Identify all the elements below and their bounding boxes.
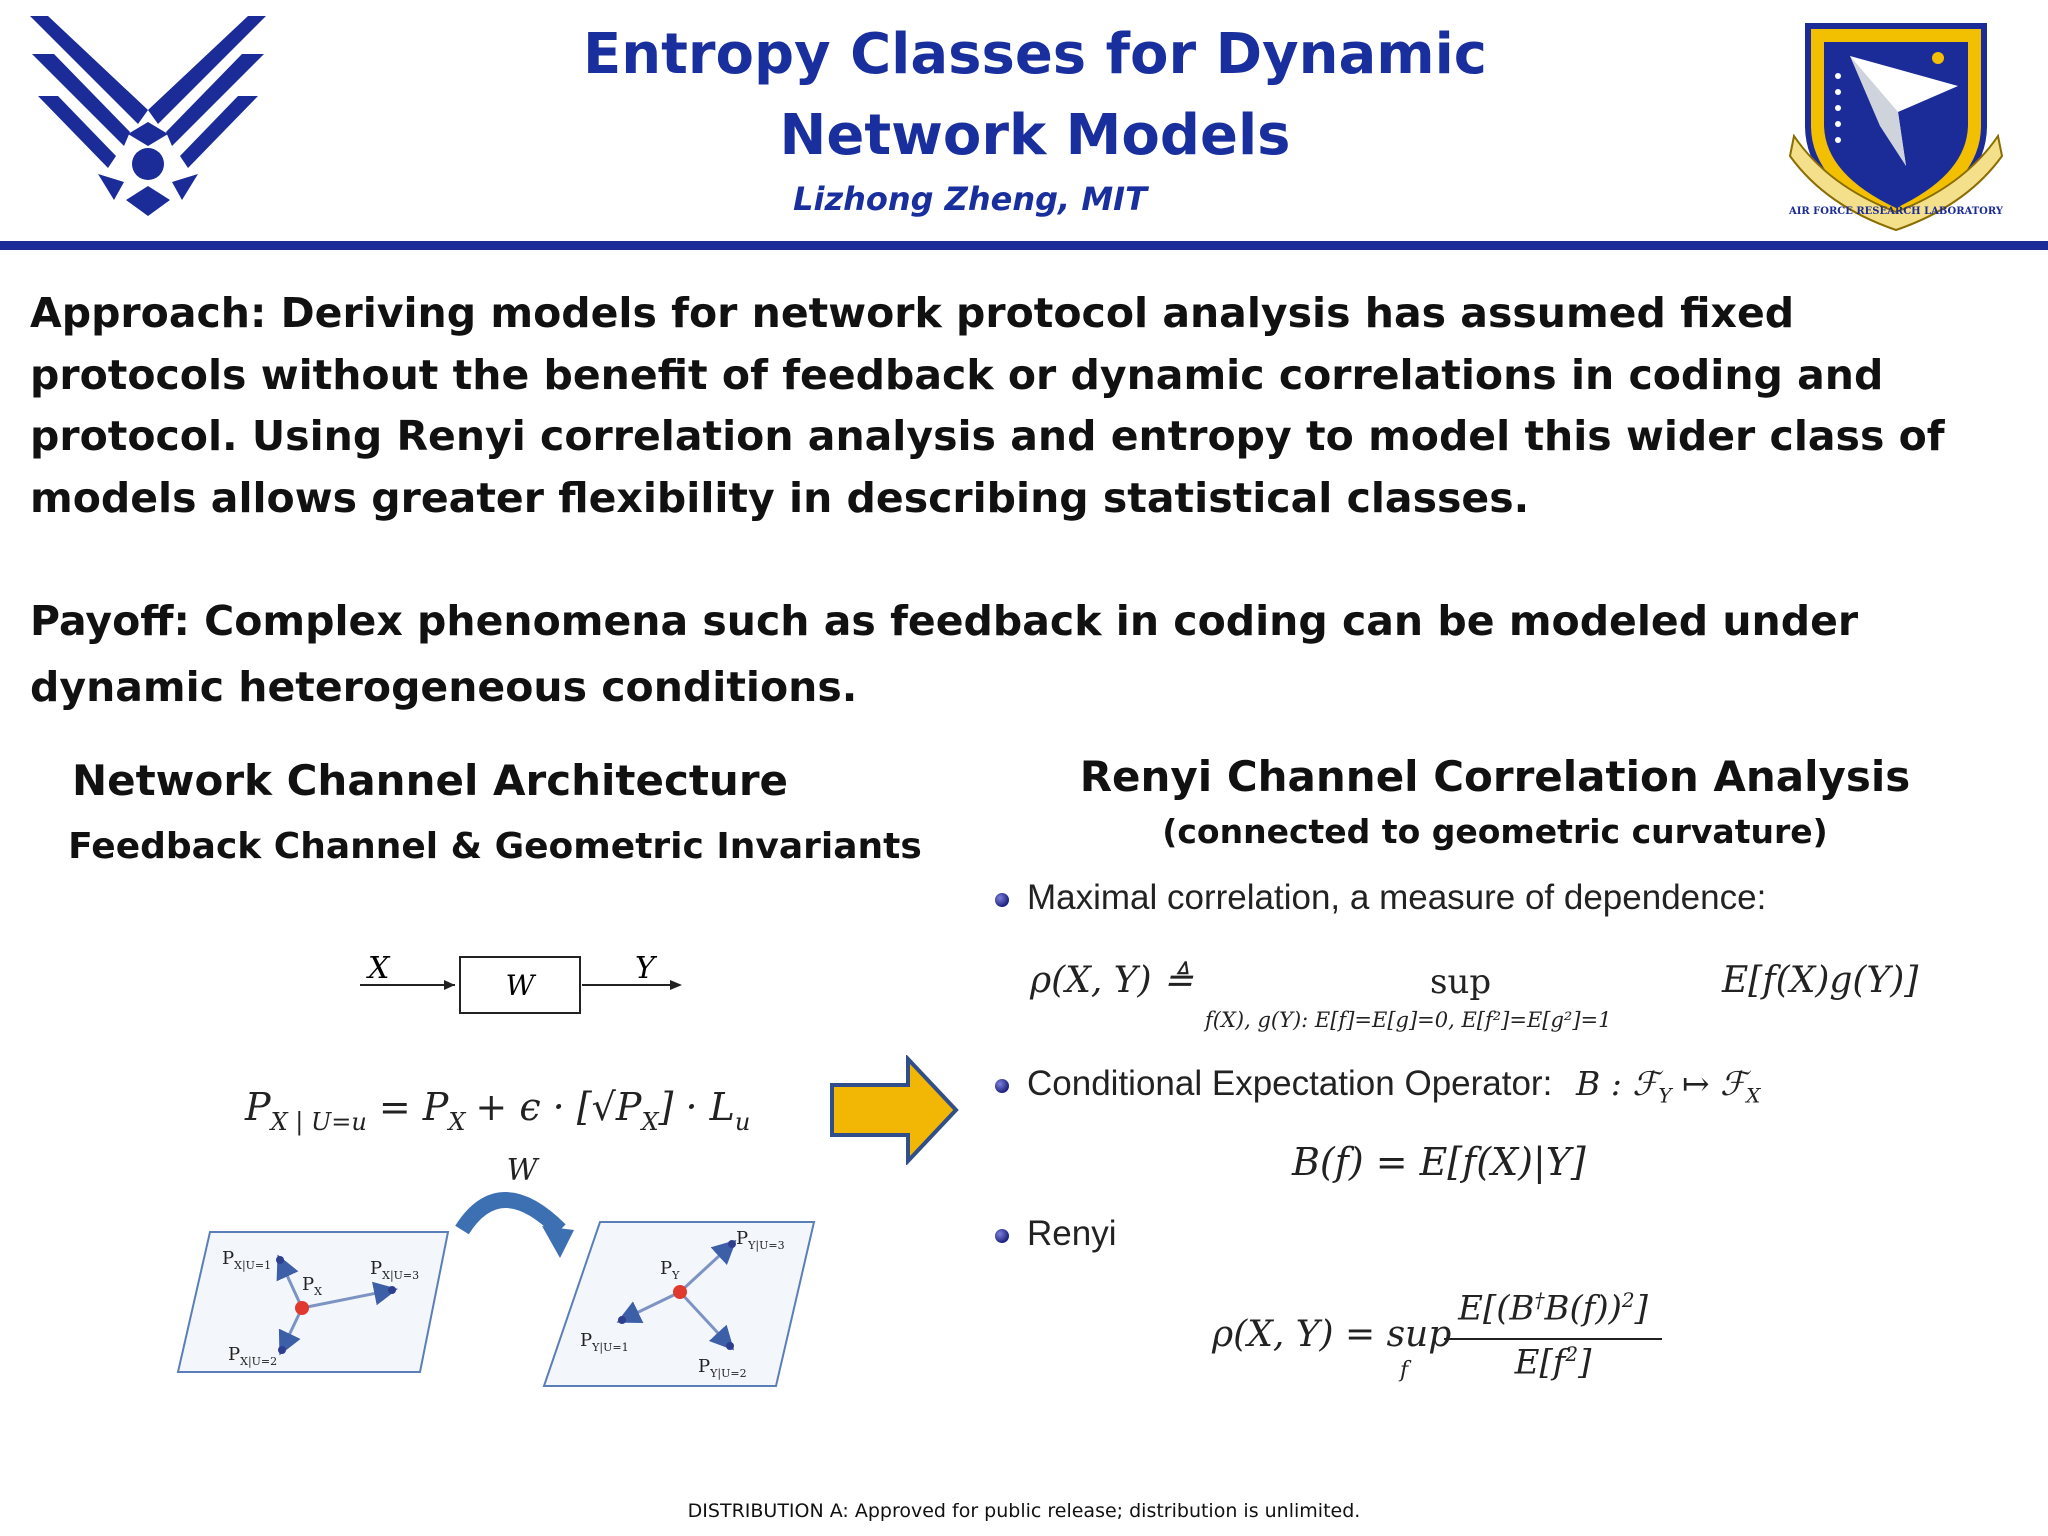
svg-text:PX | U=u= PX+ ϵ · [√PX] · Lu: PX | U=u= PX+ ϵ · [√PX] · Lu	[244, 1085, 750, 1137]
eq-rhs3-sub: u	[735, 1108, 750, 1136]
right-panel-subheading: (connected to geometric curvature)	[1162, 812, 1828, 851]
eq-conditional-expectation: B(f) = E[f(X)|Y]	[1292, 1140, 1586, 1184]
right-plane-center-label: PY	[660, 1258, 680, 1282]
eq-maximal-correlation-condition: f(X), g(Y): E[f]=E[g]=0, E[f²]=E[g²]=1	[1205, 1008, 1612, 1032]
left-plane-p3-label: PX|U=3	[370, 1258, 419, 1283]
payoff-paragraph: Payoff: Complex phenomena such as feedba…	[30, 597, 1859, 711]
left-plane-p2-label: PX|U=2	[228, 1344, 277, 1369]
eq-rhs3: ] · L	[658, 1085, 735, 1129]
right-plane-p3-label: PY|U=3	[736, 1228, 785, 1253]
eq-renyi-lhs: ρ(X, Y) = sup	[1212, 1314, 1452, 1355]
eq-maximal-correlation-rhs: E[f(X)g(Y)]	[1722, 960, 1919, 1001]
channel-block-diagram: X W Y	[360, 951, 682, 1014]
page-title: Entropy Classes for Dynamic Network Mode…	[583, 22, 1487, 168]
operator-sub-x: X	[1746, 1083, 1761, 1108]
operator-sub-y: Y	[1658, 1083, 1672, 1108]
transform-label: W	[507, 1153, 540, 1188]
bullet-renyi: Renyi	[995, 1214, 2015, 1254]
operator-map: B : ℱ	[1576, 1064, 1659, 1103]
eq-renyi-sup-subscript: f	[1400, 1358, 1409, 1383]
bullet-icon	[995, 892, 1009, 907]
left-panel-subheading: Feedback Channel & Geometric Invariants	[68, 826, 922, 867]
right-plane-p1-label: PY|U=1	[580, 1330, 629, 1355]
logo-ribbon-text: AIR FORCE RESEARCH LABORATORY	[1788, 206, 2004, 217]
header-divider	[0, 241, 2048, 250]
air-force-research-laboratory-shield-logo: AIR FORCE RESEARCH LABORATORY	[1788, 23, 2004, 232]
author-line: Lizhong Zheng, MIT	[793, 180, 1147, 218]
perturbation-equation: PX | U=u= PX+ ϵ · [√PX] · Lu	[244, 1085, 750, 1137]
right-plane-p2-label: PY|U=2	[698, 1356, 747, 1381]
bullet-renyi-text: Renyi	[1027, 1214, 1117, 1253]
air-force-wings-logo	[30, 16, 266, 216]
channel-input-label: X	[366, 951, 391, 986]
eq-renyi-numerator: E[(B†B(f))2]	[1458, 1288, 1648, 1329]
eq-renyi-fraction-bar	[1444, 1338, 1662, 1340]
bullet-icon	[995, 1228, 1009, 1243]
channel-output-label: Y	[635, 951, 658, 986]
bullet-conditional-expectation-text: Conditional Expectation Operator:	[1027, 1064, 1553, 1103]
bullet-icon	[995, 1078, 1009, 1093]
left-plane-p1-label: PX|U=1	[222, 1248, 271, 1273]
eq-lhs: P	[244, 1085, 272, 1129]
eq-rhs1-sub: X	[446, 1108, 466, 1136]
left-panel-heading: Network Channel Architecture	[71, 756, 789, 805]
eq-maximal-correlation-lhs: ρ(X, Y) ≜	[1030, 960, 1194, 1001]
left-plane-center-label: PX	[302, 1274, 322, 1298]
bullet-maximal-correlation-text: Maximal correlation, a measure of depend…	[1027, 878, 1767, 917]
operator-arrow: ↦ ℱ	[1671, 1064, 1747, 1103]
channel-box-label: W	[506, 969, 537, 1002]
eq-lhs-sub: X | U=u	[269, 1108, 367, 1137]
eq-rhs2-sub: X	[639, 1108, 659, 1136]
eq-rhs2: + ϵ · [√P	[475, 1085, 642, 1129]
right-panel-heading: Renyi Channel Correlation Analysis	[1079, 752, 1911, 801]
geometric-invariants-diagram: W PX|U=1 PX PX|U=3 PX|U=2 PY PY|U=3 PY|U…	[176, 1153, 816, 1387]
distribution-footer: DISTRIBUTION A: Approved for public rele…	[687, 1500, 1361, 1522]
eq-renyi-denominator: E[f2]	[1514, 1342, 1592, 1383]
eq-maximal-correlation-sup: sup	[1430, 962, 1492, 1002]
approach-paragraph: Approach: Deriving models for network pr…	[30, 289, 1945, 522]
right-arrow-icon	[830, 1055, 959, 1165]
bullet-maximal-correlation: Maximal correlation, a measure of depend…	[995, 878, 2015, 918]
eq-rhs1: = P	[379, 1085, 450, 1129]
bullet-conditional-expectation: Conditional Expectation Operator: B : ℱY…	[995, 1064, 2015, 1108]
